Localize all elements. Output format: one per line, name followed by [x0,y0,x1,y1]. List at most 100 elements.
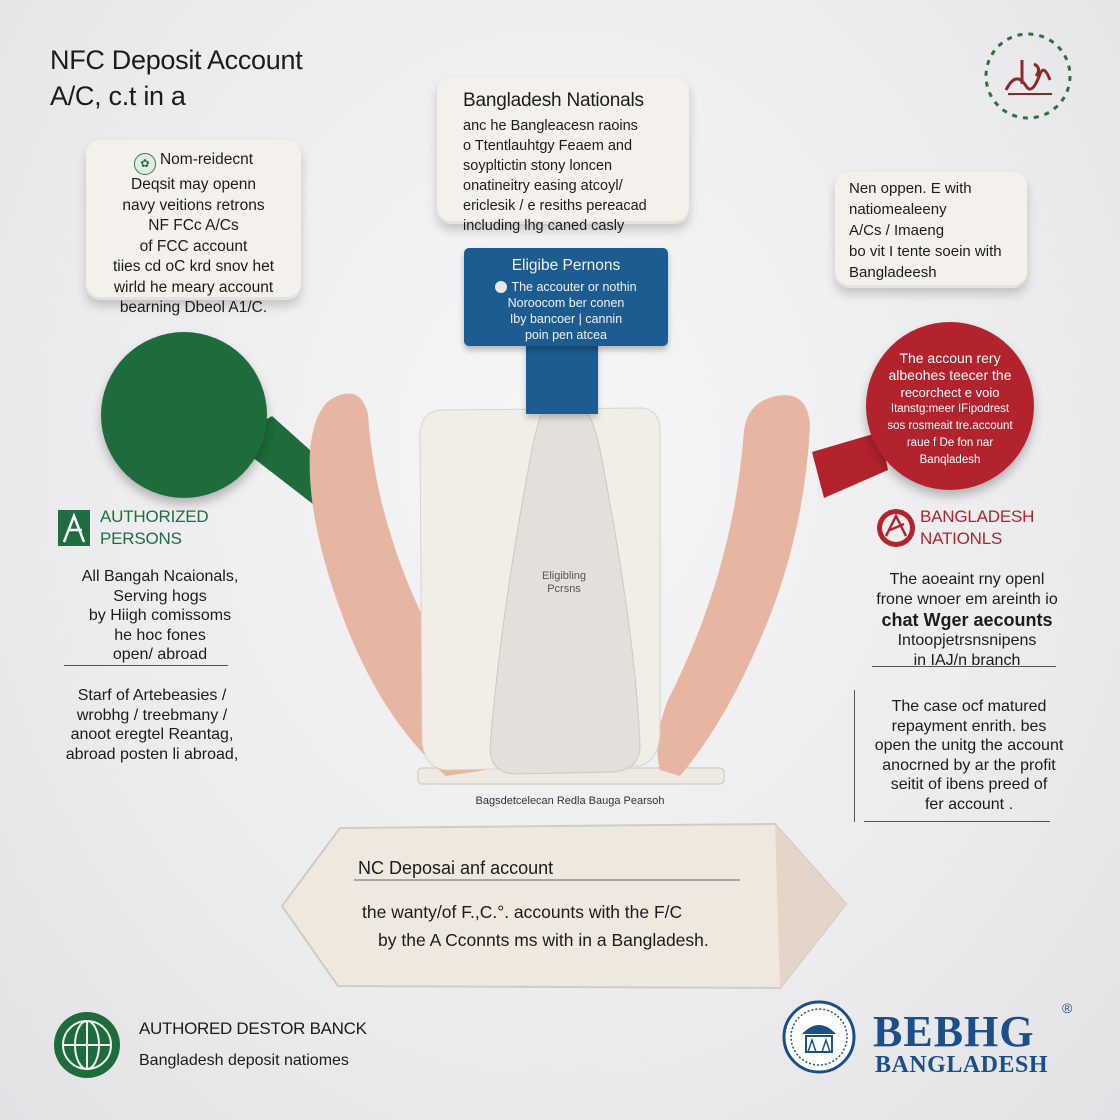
banner-line-2: by the A Cconnts ms with in a Bangladesh… [378,930,709,950]
footer-bank-subtitle: Bangladesh deposit natiomes [139,1052,349,1069]
eligible-persons-tag: Eligibe Pernons The accouter or nothin N… [464,248,668,346]
right-divider-top [872,666,1056,667]
tag-line-text: The accouter or nothin [511,280,637,294]
card-line: NF FCc A/Cs [148,217,239,234]
heading-line-1: AUTHORIZED [100,507,209,526]
text-line: anocrned by ar the profit [882,756,1056,774]
tag-heading: Eligibe Pernons [511,257,621,274]
card-line: natiomealeeny [849,201,947,218]
text-line: frone wnoer em areinth io [876,590,1058,608]
banner-line-1: the wanty/of F.,C.°. accounts with the F… [362,902,683,922]
text-line: chat Wger aecounts [881,610,1053,630]
footer-brand-name: BEBHG [873,1007,1035,1056]
disc-line: The accoun rery [899,350,1001,366]
non-resident-nationals-card: Nen oppen. E with natiomealeeny A/Cs / I… [835,172,1027,288]
heading-text: BANGLADESH NATIONLS [920,506,1034,550]
text-line: he hoc fones [114,626,206,644]
tag-line: Iby bancoer | cannin [509,312,623,326]
left-divider [64,665,228,666]
center-label-line-2: Pcrsns [547,583,581,595]
card-line: Nen oppen. E with [849,180,972,197]
disc-line: Banqladesh [919,454,981,466]
leaf-icon: ✿ [133,153,156,175]
right-vertical-rule [854,690,855,822]
card-line: ✿Nom-reidecnt [86,150,301,175]
bank-seal-icon [782,1000,856,1074]
card-line: Bangladeesh [849,264,937,281]
right-text-block-2: The case ocf matured repayment enrith. b… [860,697,1078,814]
emblem-icon [495,281,508,293]
card-line: anc he Bangleacesn raoins [463,118,638,134]
text-line: Starf of Artebeasies / [77,687,227,704]
card-heading: Bangladesh Nationals [463,90,644,111]
non-resident-card: ✿Nom-reidecnt Deqsit may openn navy veit… [86,140,301,316]
card-line: tiies cd oC krd snov het [112,258,275,275]
right-divider-bottom [864,821,1050,822]
text-line: seitit of ibens preed of [890,776,1048,793]
banner-heading: NC Deposai anf account [358,858,554,878]
page-title: NFC Deposit Account A/C, c.t in a [50,42,303,114]
center-label-line-1: Eligibling [541,570,587,582]
card-line: bo vit I tente soein with [849,243,1002,260]
red-disc: The accoun rery albeohes teecer the reco… [866,322,1034,490]
tag-body: The accouter or nothin Noroocom ber cone… [464,279,668,343]
card-line: including lhg caned casly [463,218,625,234]
disc-line: Itanstg:meer IFipodrest [890,403,1010,415]
disc-line: sos rosmeait tre.account [887,420,1013,432]
registered-mark: ® [1062,1000,1073,1016]
heading-line-2: NATIONLS [920,529,1003,548]
heading-line-2: PERSONS [100,529,182,548]
seal-stamp-icon [984,32,1072,120]
card-line: A/Cs / Imaeng [849,222,945,239]
front-center-blade [489,389,641,775]
text-line: by Hiigh comissoms [88,607,232,624]
base-caption: Bagsdetcelecan Redla Bauga Pearsoh [475,795,665,807]
eligible-tag-stem [526,340,598,414]
disc-line: raue f De fon nar [906,437,994,449]
card-line: soypltictin stony loncen [463,158,613,174]
green-disc [101,332,267,498]
text-line: repayment enrith. bes [891,717,1047,735]
footer-bank-name: AUTHORED DESTOR BANCK [139,1019,367,1038]
title-line-1: NFC Deposit Account [50,45,303,75]
text-line: wrobhg / treebmany / [76,706,228,724]
text-line: anoot eregtel Reantag, [70,726,234,743]
right-text-block-1: The aoeaint rny openl frone wnoer em are… [852,570,1082,670]
card-line: bearning Dbeol A1/C. [119,299,268,316]
text-line: fer account . [924,795,1014,813]
text-line: abroad posten li abroad, [65,745,239,763]
card-line: Deqsit may openn [131,176,256,193]
card-line: of FCC account [139,237,248,255]
bank-globe-icon [54,1012,120,1078]
tag-line: poin pen atcea [524,328,607,342]
card-line: onatineitry easing atcoyl/ [463,178,623,194]
tag-line: The accouter or nothin [464,279,668,295]
card-line: o Ttentlauhtgy Feaem and [463,138,633,154]
bangladesh-emblem-icon [877,509,915,547]
card-text: Nom-reidecnt [159,151,254,168]
center-blade-label: Eligibling Pcrsns [516,570,612,596]
text-line: open/ abroad [112,646,208,663]
text-line: The aoeaint rny openl [889,571,1045,588]
card-line: navy veitions retrons [122,196,265,214]
title-line-2: A/C, c.t in a [50,81,186,111]
footer-brand-subtitle: BANGLADESH [875,1052,1049,1078]
text-line: Serving hogs [113,587,207,605]
heading-line-1: BANGLADESH [920,507,1035,526]
heading-text: AUTHORIZED PERSONS [100,506,209,550]
disc-line: recorchect e voio [900,385,1000,400]
bangladesh-nationals-card: Bangladesh Nationals anc he Bangleacesn … [437,78,689,234]
card-line: ericlesik / e resiths pereacad [463,198,647,214]
authorized-emblem-icon [58,510,90,546]
card-line: wirld he meary account [113,278,274,296]
text-line: open the unitg the account [874,737,1064,754]
text-line: Intoopjetrsnsnipens [897,632,1037,649]
text-line: All Bangah Ncaionals, [81,568,239,585]
disc-line: albeohes teecer the [888,367,1012,383]
left-text-block-2: Starf of Artebeasies / wrobhg / treebman… [36,686,268,764]
red-connector-arm [812,432,888,498]
right-peach-blade [657,395,810,776]
bottom-banner [280,822,848,990]
text-line: in IAJ/n branch [913,651,1021,669]
